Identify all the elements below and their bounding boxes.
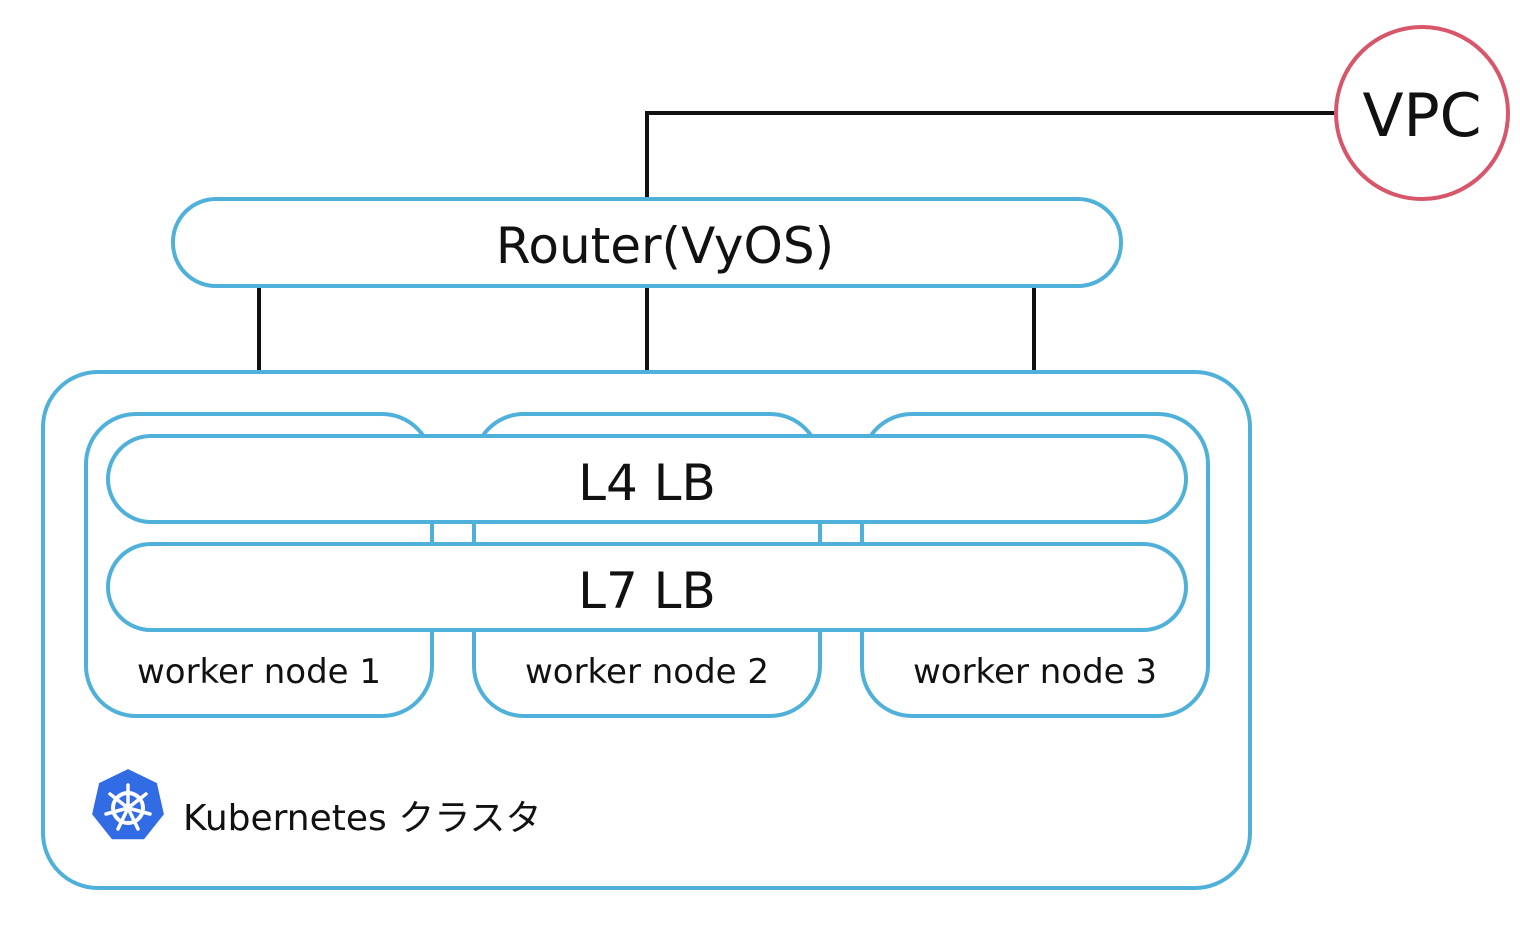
worker-node-label: worker node 2 [525, 652, 769, 692]
l4-lb-label: L4 LB [578, 454, 716, 512]
router-vpc-link [645, 111, 1336, 199]
l7-lb-box [106, 542, 1188, 632]
vpc-label: VPC [1362, 81, 1481, 151]
l4-lb-box [106, 434, 1188, 524]
kubernetes-helm-wheel [104, 783, 152, 831]
vpc-circle [1334, 25, 1510, 201]
l7-lb: L7 LB [106, 542, 1188, 632]
vpc-node: VPC [1334, 25, 1510, 201]
worker-node-label: worker node 3 [913, 652, 1157, 692]
router-label: Router(VyOS) [496, 217, 834, 275]
l7-lb-label: L7 LB [578, 562, 716, 620]
router-node: Router(VyOS) [171, 197, 1123, 288]
l4-lb: L4 LB [106, 434, 1188, 524]
router-box [171, 197, 1123, 288]
kubernetes-icon [89, 766, 167, 842]
kubernetes-cluster-label: Kubernetes クラスタ [183, 798, 542, 839]
worker-node-label: worker node 1 [137, 652, 381, 692]
